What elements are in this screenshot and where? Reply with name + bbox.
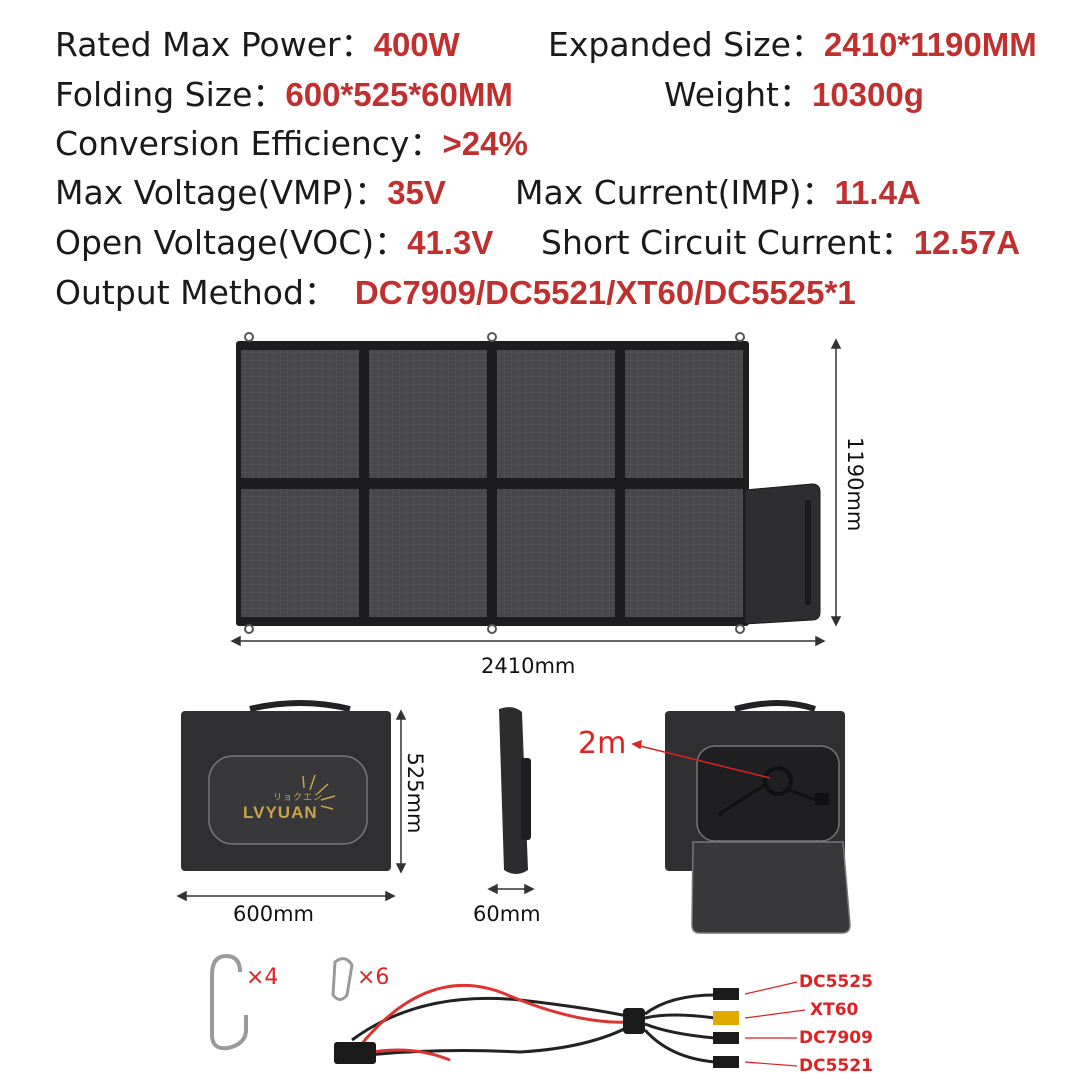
- connector-label-dc5525: DC5525: [799, 972, 873, 992]
- spec-label: Conversion Efficiency：: [55, 124, 443, 163]
- spec-short-circuit-current: Short Circuit Current：12.57A: [541, 226, 1020, 259]
- spec-value: DC7909/DC5521/XT60/DC5525*1: [354, 274, 856, 311]
- cable-coil: [763, 766, 793, 796]
- spec-value: 10300g: [811, 76, 924, 113]
- spec-rated-max-power: Rated Max Power：400W: [55, 28, 460, 61]
- spec-weight: Weight：10300g: [664, 78, 924, 111]
- hook-count: ×4: [246, 965, 279, 990]
- expanded-width-label: 2410mm: [481, 654, 576, 678]
- spec-value: 35V: [387, 174, 446, 211]
- connector-label-xt60: XT60: [810, 1000, 859, 1020]
- cable-length-label: 2m: [578, 726, 627, 761]
- spec-value: 11.4A: [834, 174, 921, 211]
- spec-label: Folding Size：: [55, 75, 286, 114]
- brand-logo-text: LVYUAN: [243, 803, 318, 822]
- brand-logo: リョクエン LVYUAN: [243, 790, 323, 823]
- folded-height-label: 525mm: [403, 752, 427, 834]
- spec-label: Max Current(IMP)：: [515, 173, 835, 212]
- spec-conversion-efficiency: Conversion Efficiency：>24%: [55, 127, 528, 160]
- sun-logo-icon: [302, 774, 336, 810]
- folded-bag-front: [181, 700, 391, 871]
- folded-width-label: 600mm: [233, 902, 314, 926]
- solar-cell-grid: [241, 350, 743, 617]
- carabiner-count: ×6: [357, 965, 390, 990]
- spec-expanded-size: Expanded Size：2410*1190MM: [548, 28, 1037, 61]
- spec-value: 400W: [373, 26, 460, 63]
- spec-open-voltage: Open Voltage(VOC)：41.3V: [55, 226, 493, 259]
- spec-max-voltage: Max Voltage(VMP)：35V: [55, 176, 446, 209]
- spec-max-current: Max Current(IMP)：11.4A: [515, 176, 921, 209]
- carabiner-icon: [331, 957, 354, 1001]
- spec-label: Max Voltage(VMP)：: [55, 173, 388, 212]
- output-cable: [334, 983, 739, 1068]
- folded-depth-label: 60mm: [473, 902, 541, 926]
- spec-output-method: Output Method： DC7909/DC5521/XT60/DC5525*…: [55, 276, 856, 309]
- s-hook-icon: [210, 953, 248, 1051]
- spec-label: Weight：: [664, 75, 812, 114]
- spec-label: Open Voltage(VOC)：: [55, 223, 408, 262]
- junction-pouch: [744, 483, 821, 625]
- spec-value: 2410*1190MM: [823, 26, 1037, 63]
- spec-label: Rated Max Power：: [55, 25, 374, 64]
- spec-label: Expanded Size：: [548, 25, 824, 64]
- spec-label: Output Method：: [55, 273, 337, 312]
- spec-folding-size: Folding Size：600*525*60MM: [55, 78, 513, 111]
- spec-value: 600*525*60MM: [285, 76, 513, 113]
- spec-value: 12.57A: [913, 224, 1021, 261]
- connector-label-dc5521: DC5521: [799, 1056, 873, 1076]
- folded-bag-open: [665, 700, 851, 934]
- brand-logo-sub: リョクエン: [273, 792, 324, 802]
- connector-label-dc7909: DC7909: [799, 1028, 873, 1048]
- spec-value: >24%: [442, 125, 528, 162]
- spec-label: Short Circuit Current：: [541, 223, 914, 262]
- spec-value: 41.3V: [407, 224, 494, 261]
- folded-bag-side: [499, 707, 531, 874]
- expanded-height-label: 1190mm: [843, 437, 867, 532]
- expanded-solar-panel: [236, 332, 821, 634]
